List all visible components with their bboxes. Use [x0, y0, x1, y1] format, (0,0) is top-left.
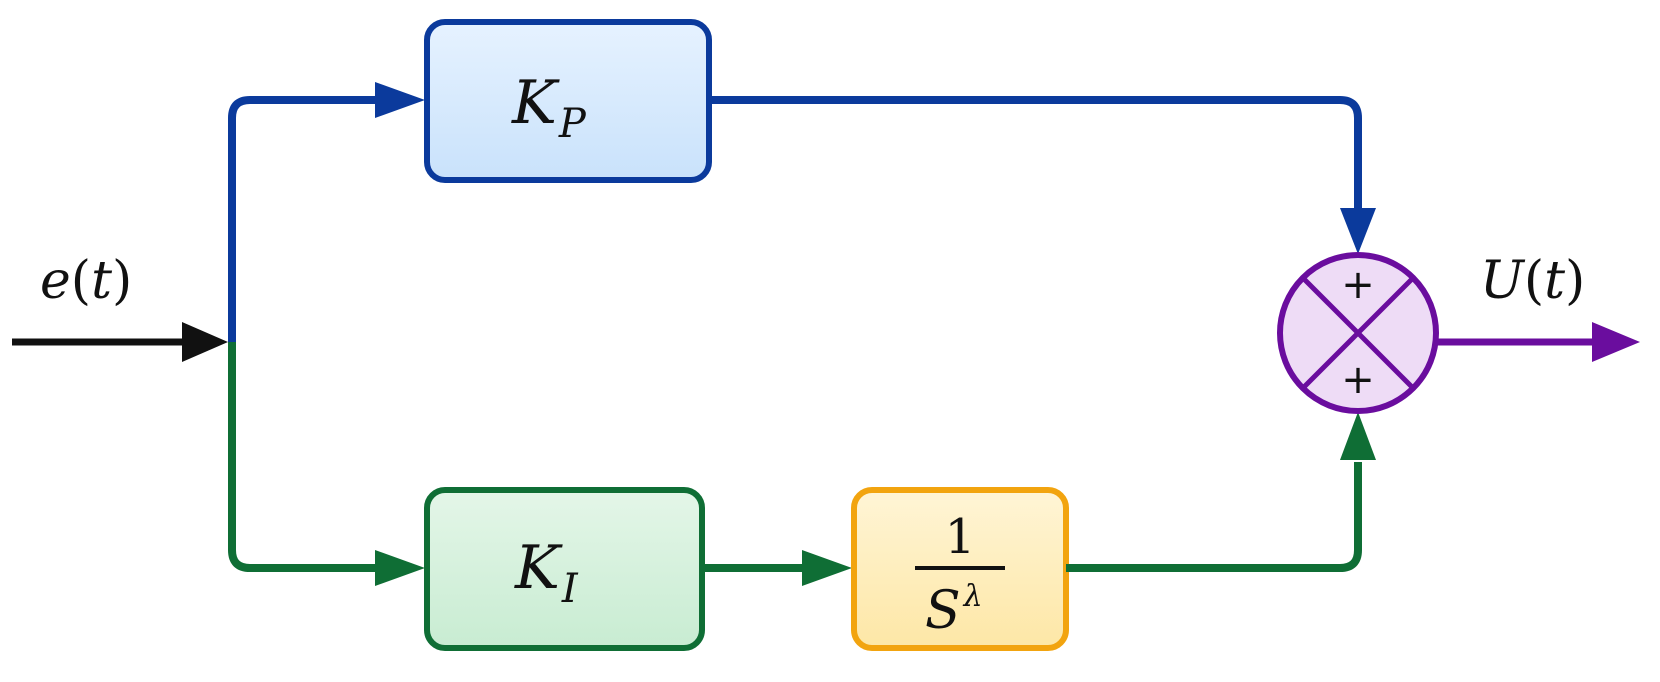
proportional-branch-path — [228, 96, 380, 342]
summing-junction-bottom-sign: + — [1341, 357, 1375, 403]
integral-gain-block: KI — [424, 487, 705, 651]
input-arrowhead — [182, 322, 228, 362]
proportional-gain-block: KP — [424, 19, 712, 183]
fractional-input-arrowhead — [802, 550, 852, 586]
output-arrowhead — [1592, 322, 1640, 362]
junction-bottom-arrowhead — [1340, 412, 1376, 460]
junction-top-arrowhead — [1340, 208, 1376, 254]
proportional-to-junction-path — [709, 96, 1362, 212]
integral-gain-label: KI — [514, 533, 579, 612]
output-label: U(t) — [1480, 251, 1585, 311]
proportional-gain-label: KP — [511, 68, 587, 147]
proportional-input-arrowhead — [375, 82, 425, 118]
summing-junction-cross-b — [1301, 276, 1415, 390]
input-label: e(t) — [40, 251, 132, 311]
summing-junction-top-sign: + — [1341, 262, 1375, 308]
integral-branch-path — [228, 342, 380, 572]
integral-to-junction-path — [1066, 462, 1362, 572]
fractional-numerator: 1 — [945, 509, 976, 565]
summing-junction: + + — [1277, 252, 1439, 414]
integral-input-arrowhead — [375, 550, 425, 586]
